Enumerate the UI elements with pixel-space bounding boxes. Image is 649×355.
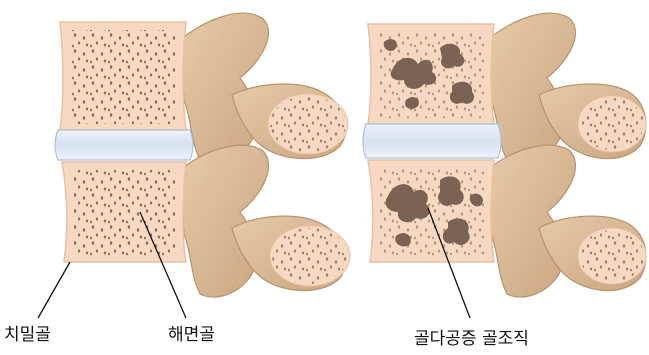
intervertebral-disc xyxy=(55,130,193,160)
normal-spine xyxy=(55,13,350,297)
label-spongy-bone: 해면골 xyxy=(168,325,215,345)
label-compact-bone: 치밀골 xyxy=(4,325,51,345)
posterior-process-lower-osteo xyxy=(487,145,646,297)
posterior-process-upper xyxy=(180,13,348,163)
label-osteoporosis-bone: 골다공증 골조직 xyxy=(414,329,529,349)
leader-line-compact-bone xyxy=(38,262,70,318)
vertebral-body-lower xyxy=(62,162,186,262)
posterior-process-lower xyxy=(180,145,350,297)
vertebral-body-upper-osteo xyxy=(368,24,494,124)
osteoporotic-spine xyxy=(363,13,646,297)
vertebral-body-upper xyxy=(60,22,186,130)
vertebral-body-lower-osteo xyxy=(368,160,494,262)
intervertebral-disc-osteo xyxy=(363,124,501,158)
posterior-process-upper-osteo xyxy=(487,13,646,163)
